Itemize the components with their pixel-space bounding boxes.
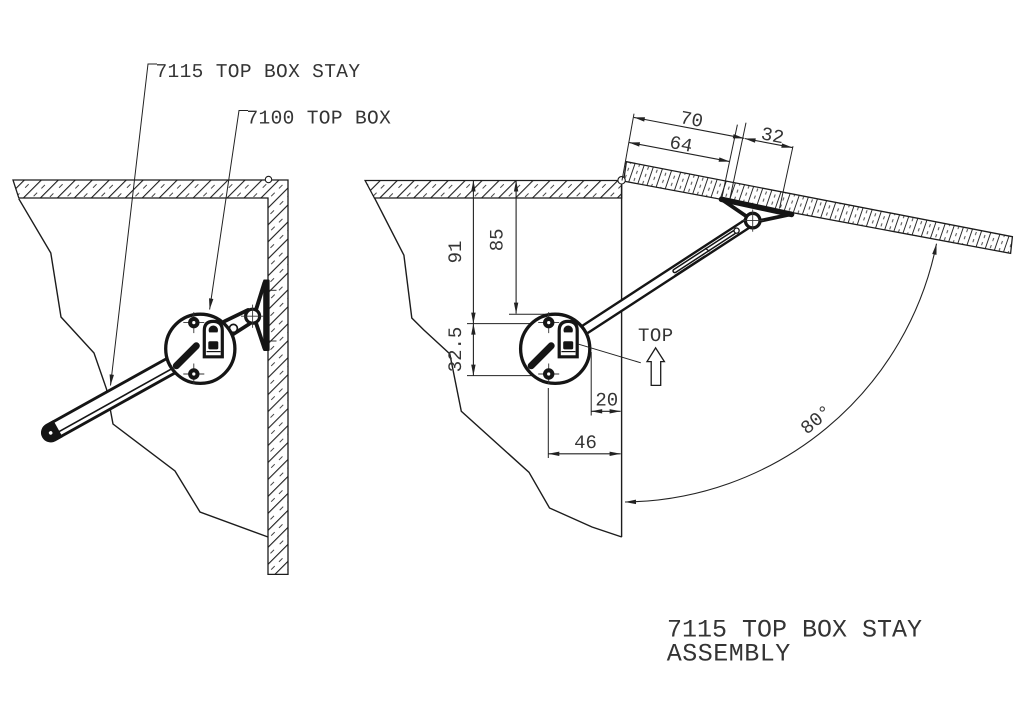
svg-text:ASSEMBLY: ASSEMBLY <box>667 640 791 669</box>
svg-text:7100 TOP BOX: 7100 TOP BOX <box>247 108 392 130</box>
svg-text:46: 46 <box>574 432 597 454</box>
svg-text:32.5: 32.5 <box>445 327 467 373</box>
svg-text:7115 TOP BOX STAY: 7115 TOP BOX STAY <box>667 616 922 645</box>
svg-text:32: 32 <box>759 123 786 149</box>
svg-text:7115 TOP BOX STAY: 7115 TOP BOX STAY <box>156 61 361 83</box>
svg-text:TOP: TOP <box>638 325 674 347</box>
svg-text:70: 70 <box>678 107 705 133</box>
svg-text:64: 64 <box>668 132 695 158</box>
svg-text:91: 91 <box>445 241 467 264</box>
svg-text:85: 85 <box>487 228 509 251</box>
svg-text:20: 20 <box>595 390 618 412</box>
